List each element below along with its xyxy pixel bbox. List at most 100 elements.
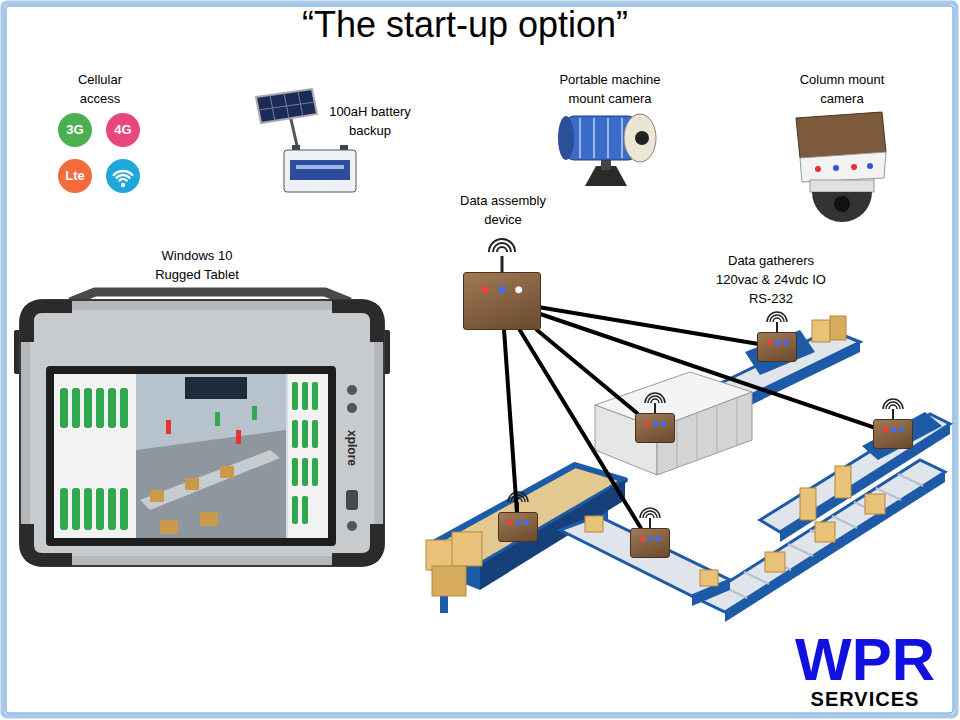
- roller-conveyor: [815, 522, 835, 542]
- connector-line: [541, 314, 873, 427]
- icon-caption: Column mount camera: [792, 70, 892, 108]
- antenna-symbol: [640, 508, 660, 518]
- rugged-tablet: [302, 496, 308, 524]
- data-gatherer: [635, 413, 675, 443]
- conveyor-line: [835, 466, 851, 498]
- logo-subtitle: SERVICES: [790, 688, 940, 710]
- packing-machine: [595, 372, 752, 475]
- data-gatherer: [498, 512, 538, 542]
- rugged-tablet: [332, 524, 384, 566]
- wifi-icon: [121, 183, 125, 187]
- roller-conveyor: [832, 516, 857, 528]
- conveyor-line: [745, 330, 815, 375]
- antenna-symbol: [883, 399, 903, 409]
- rugged-tablet: [166, 420, 171, 434]
- wifi-icon: [120, 179, 127, 180]
- antenna-symbol: [501, 256, 504, 272]
- antenna-symbol: [497, 247, 507, 252]
- rugged-tablet: [347, 385, 357, 395]
- rugged-tablet: [60, 388, 68, 428]
- rugged-tablet: [84, 488, 92, 530]
- antenna-symbol: [776, 322, 778, 332]
- rugged-tablet: [185, 377, 247, 399]
- rugged-tablet: [120, 488, 128, 530]
- roller-conveyor: [765, 552, 785, 572]
- rugged-tablet: [292, 382, 298, 410]
- portable-camera: [558, 114, 656, 186]
- solar-battery: [284, 150, 356, 192]
- rugged-tablet: [60, 488, 68, 530]
- column-camera: [796, 112, 886, 158]
- icon-caption: Cellular access: [60, 70, 140, 108]
- rugged-tablet: [108, 388, 116, 428]
- connector-line: [504, 330, 517, 512]
- antenna-symbol: [645, 393, 665, 403]
- rugged-tablet: [236, 430, 241, 444]
- roller-conveyor: [788, 544, 813, 556]
- portable-camera: [635, 131, 649, 145]
- rugged-tablet: [20, 300, 384, 566]
- roller-conveyor: [700, 460, 945, 612]
- rugged-tablet: [312, 382, 318, 410]
- rugged-tablet: [160, 520, 178, 534]
- conveyor-line: [800, 488, 816, 520]
- conveyor-line: [560, 516, 730, 596]
- conveyor-line: [585, 516, 603, 532]
- packing-machine: [737, 398, 738, 446]
- antenna-symbol: [489, 239, 515, 252]
- rugged-tablet: [347, 403, 357, 413]
- rugged-tablet: [347, 521, 357, 531]
- rugged-tablet: [312, 420, 318, 448]
- roller-conveyor: [898, 474, 923, 486]
- rugged-tablet: [96, 388, 104, 428]
- column-camera: [833, 165, 839, 171]
- rugged-tablet: [108, 488, 116, 530]
- node-label: Data assembly device: [448, 191, 558, 229]
- brand-mark: xplore: [345, 423, 359, 473]
- conveyor-line: [700, 570, 718, 586]
- packing-machine: [717, 405, 718, 453]
- solar-battery: [258, 102, 315, 110]
- wifi-icon: [106, 159, 140, 193]
- roller-conveyor: [700, 460, 945, 622]
- rugged-tablet: [72, 388, 80, 428]
- solar-battery: [290, 160, 350, 180]
- network-badge: 4G: [106, 122, 140, 138]
- rugged-tablet: [30, 310, 374, 556]
- column-camera: [812, 192, 872, 222]
- antenna-symbol: [654, 403, 656, 413]
- connector-line: [520, 330, 641, 528]
- antenna-symbol: [767, 312, 787, 322]
- rugged-tablet: [332, 300, 384, 342]
- portable-camera: [624, 114, 656, 162]
- antenna-symbol: [649, 518, 651, 528]
- page-frame: [3, 3, 956, 716]
- rugged-tablet: [302, 382, 308, 410]
- rugged-tablet: [150, 490, 164, 502]
- data-gatherer: [630, 528, 670, 558]
- network-badge: Lte: [58, 168, 92, 184]
- rugged-tablet: [220, 466, 234, 478]
- antenna-symbol: [489, 239, 903, 528]
- icon-caption: Portable machine mount camera: [548, 70, 673, 108]
- column-camera: [810, 180, 874, 192]
- rugged-tablet: [185, 478, 199, 490]
- portable-camera: [593, 118, 595, 158]
- portable-camera: [607, 118, 609, 158]
- conveyor-line: [862, 412, 942, 460]
- rugged-tablet: [302, 458, 308, 486]
- solar-battery: [296, 165, 344, 169]
- antenna-symbol: [892, 409, 894, 419]
- solar-battery: [290, 115, 298, 150]
- roller-conveyor: [744, 572, 769, 584]
- rugged-tablet: [346, 490, 358, 510]
- infeed-conveyor: [432, 566, 466, 596]
- wifi-icon: [117, 175, 130, 178]
- portable-camera: [621, 118, 623, 158]
- rugged-tablet: [292, 458, 298, 486]
- column-camera: [851, 164, 857, 170]
- infeed-conveyor: [452, 532, 482, 566]
